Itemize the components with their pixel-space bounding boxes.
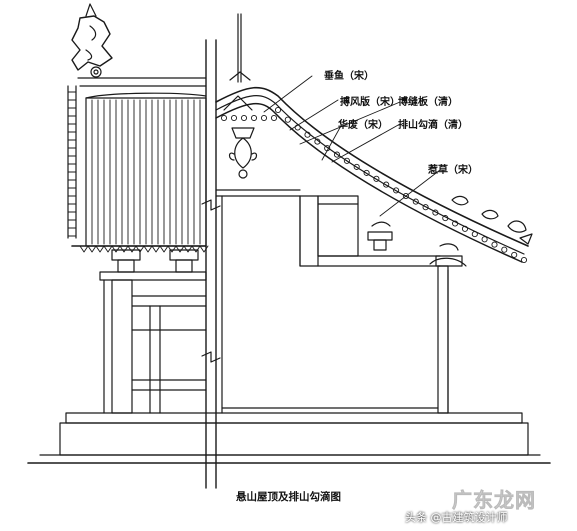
label-huafei: 华废（宋）: [338, 120, 388, 131]
eave-end-ornaments: [451, 195, 533, 245]
roof-tile-ribs: [91, 99, 201, 245]
break-column: [201, 39, 221, 489]
label-recao: 惹草（宋）: [428, 165, 478, 176]
inner-brackets: [367, 221, 467, 267]
edge-tile-column: [67, 91, 77, 237]
watermark-source: 头条 @古建筑设计师: [405, 511, 508, 524]
diagram-caption: 悬山屋顶及排山勾滴图: [236, 491, 341, 503]
watermark-site: 广东龙网: [452, 488, 536, 513]
ground-platform: [27, 412, 551, 464]
label-bofengban-qing: 博缝板（清）: [398, 97, 458, 108]
label-bofengban: 搏风版（宋）: [340, 97, 400, 108]
barge-board: [215, 86, 529, 264]
leader-lines: [263, 75, 441, 217]
drip-tile-beads: [220, 106, 528, 264]
label-paishan: 排山勾滴（清）: [398, 120, 468, 131]
label-chuiyu: 垂鱼（宋）: [324, 71, 374, 82]
left-brackets: [99, 249, 207, 281]
eave-drip-tiles: [79, 245, 209, 253]
gable-main-wall: [215, 189, 449, 414]
hanging-fish-ornament: [228, 127, 258, 179]
gable-small-window: [317, 195, 359, 257]
gable-top-spire: [229, 13, 251, 83]
left-frame: [103, 279, 207, 414]
left-side-roof: [67, 3, 209, 253]
